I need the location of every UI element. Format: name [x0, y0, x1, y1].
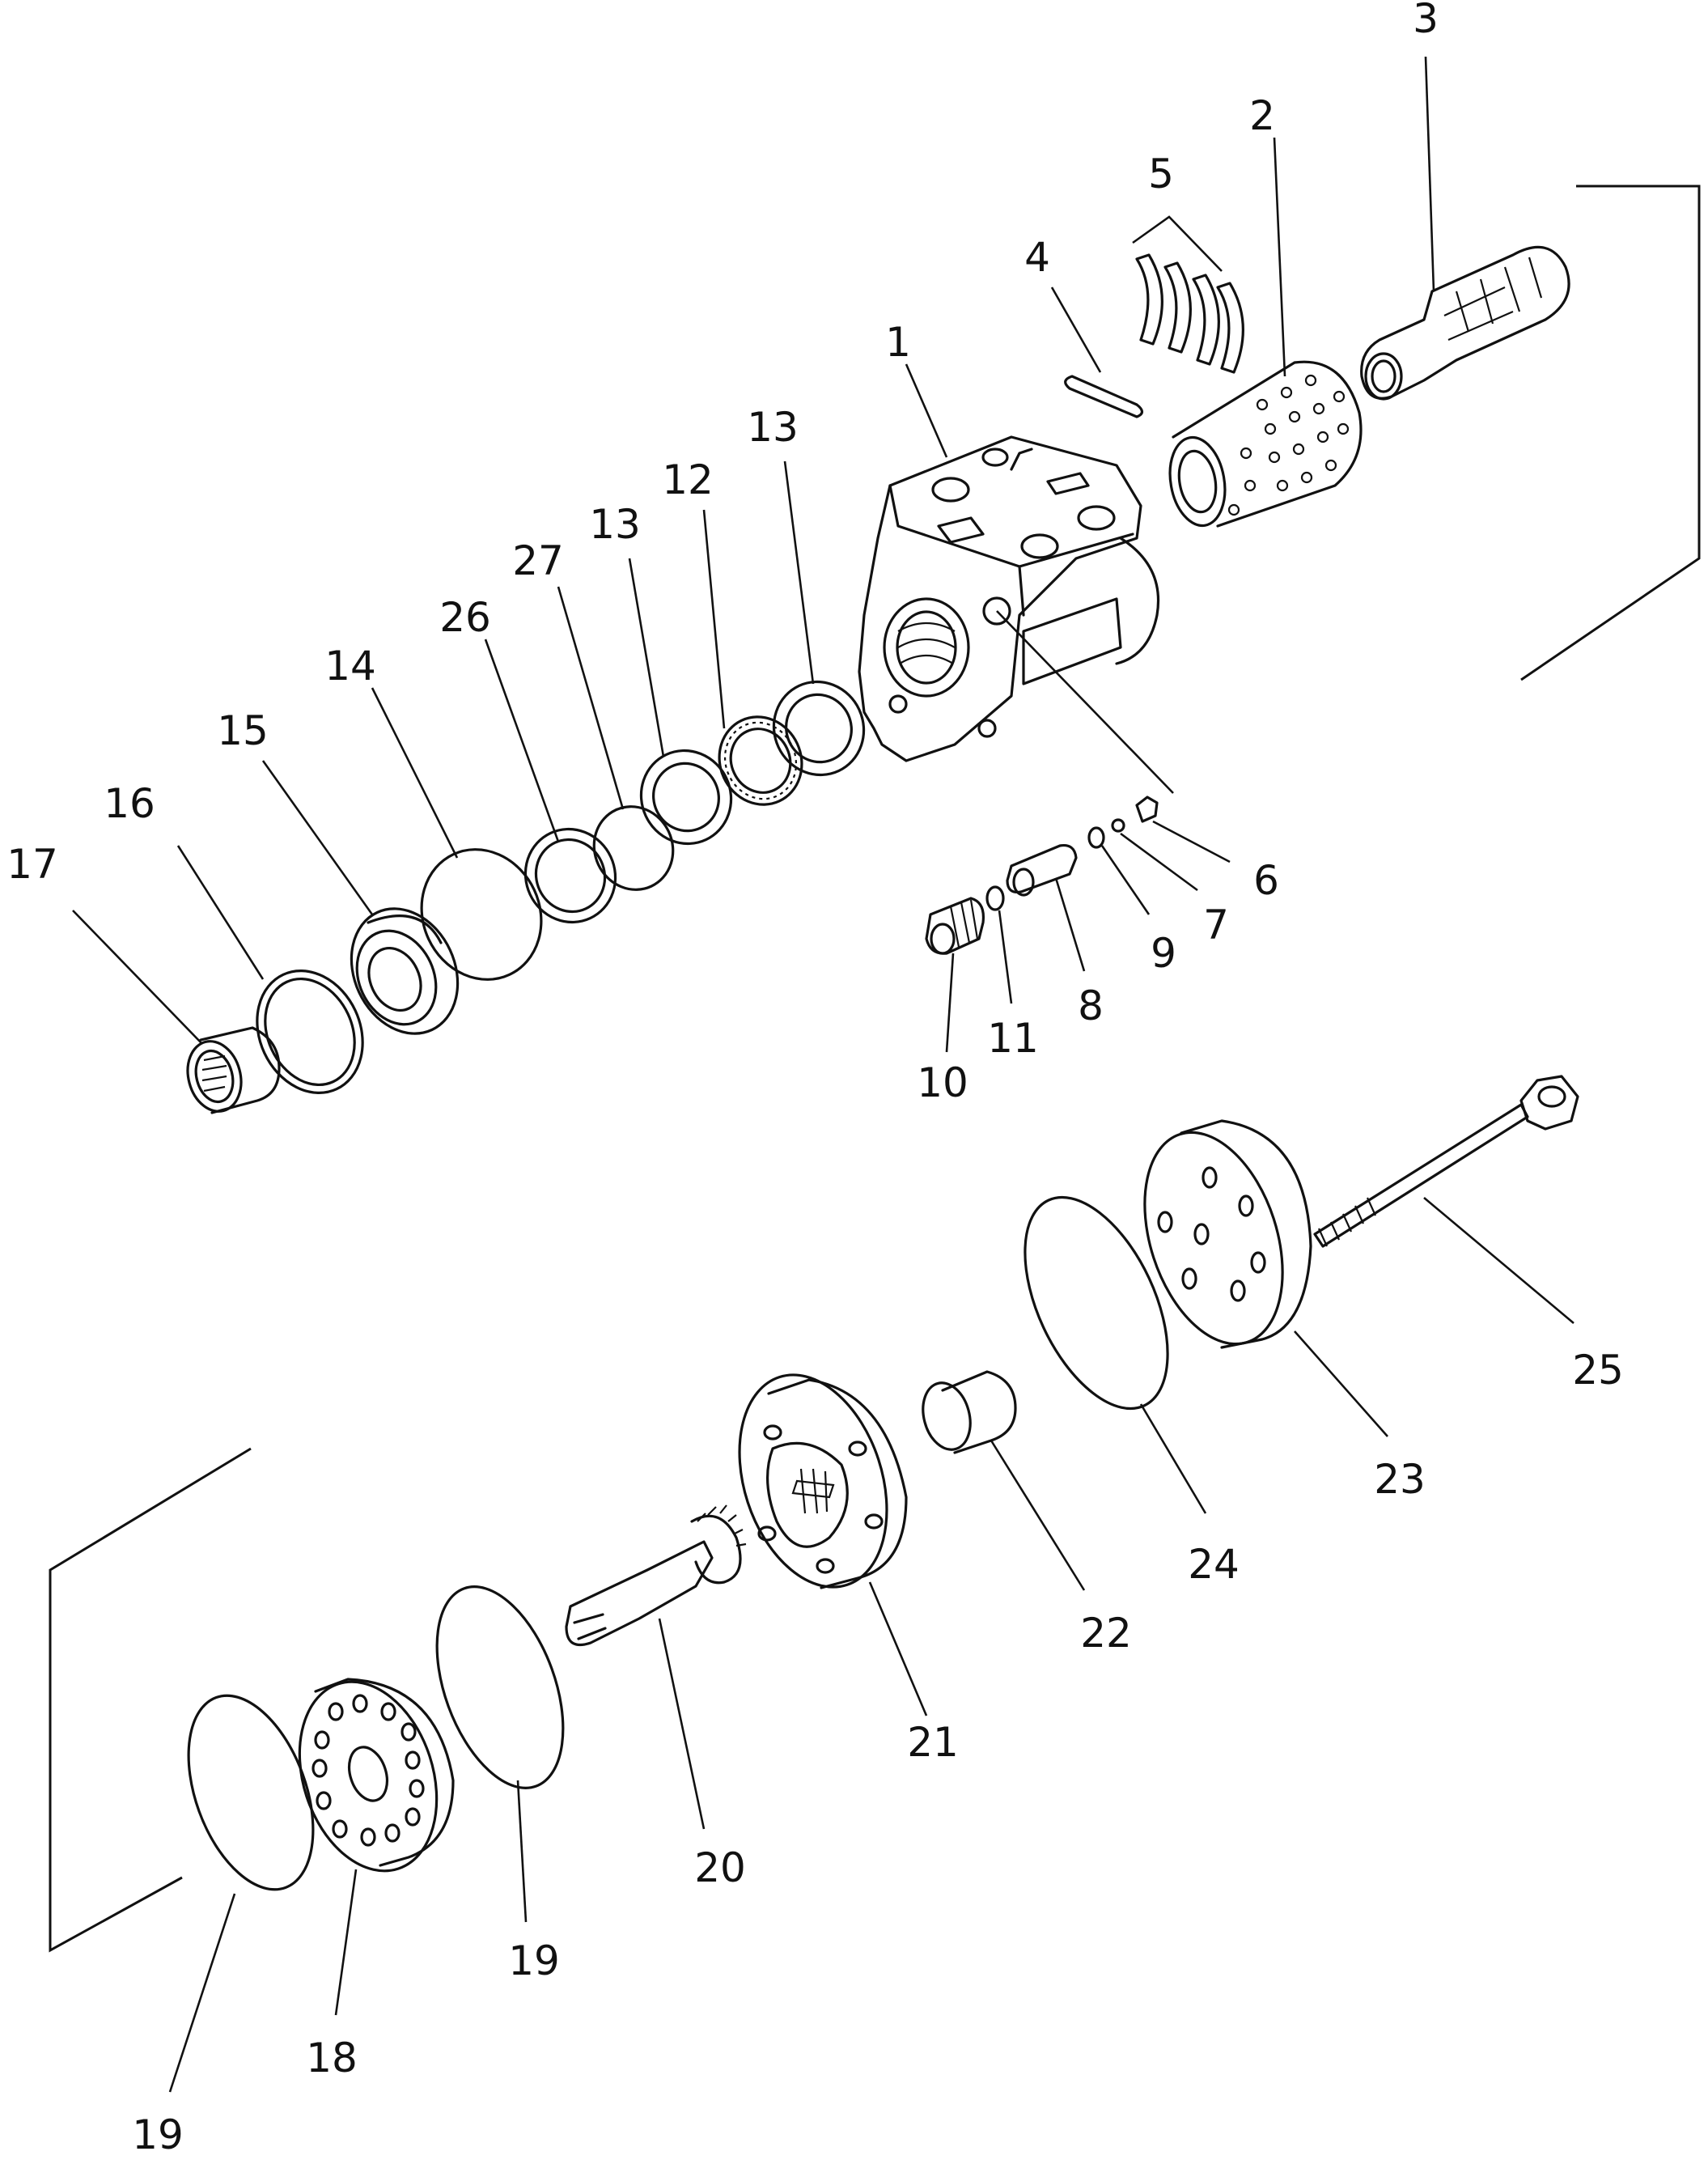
callout-labels: 1 2 3 4 5 6 7 8 9 10 11 12 13 13 14 15 1…: [6, 0, 1624, 2158]
part-valve-body: [858, 435, 1160, 762]
leader-6-bracket: [996, 610, 1174, 794]
callout-1: 1: [885, 319, 911, 366]
part-port-plate: [298, 1678, 455, 1873]
callout-8: 8: [1078, 982, 1104, 1029]
leader-22: [990, 1440, 1086, 1591]
assembly-frame-lines: [49, 185, 1701, 1953]
frame-line-right: [1520, 185, 1701, 681]
callout-20: 20: [694, 1844, 746, 1891]
callout-18: 18: [306, 2035, 358, 2081]
leader-23: [1294, 1330, 1388, 1437]
leader-5: [1132, 215, 1223, 272]
part-washer-13a: [772, 680, 866, 777]
leader-13b: [628, 558, 665, 757]
callout-17: 17: [6, 841, 58, 888]
callout-12: 12: [662, 456, 714, 503]
leader-26: [484, 639, 560, 842]
callout-2: 2: [1249, 92, 1275, 139]
callout-6: 6: [1253, 857, 1279, 904]
callout-27: 27: [512, 537, 564, 584]
leader-1: [905, 363, 948, 458]
part-spool: [1360, 245, 1570, 401]
leader-16: [176, 845, 265, 980]
callout-23: 23: [1374, 1456, 1426, 1503]
part-check-valve-assembly: [925, 796, 1159, 955]
leader-10: [945, 953, 955, 1053]
leader-11: [998, 910, 1013, 1004]
callout-13b: 13: [589, 501, 641, 548]
part-washer-13b: [639, 749, 733, 846]
part-o-ring-14: [420, 848, 543, 981]
leader-6: [1152, 820, 1231, 863]
callout-7: 7: [1203, 902, 1229, 948]
callout-25: 25: [1572, 1347, 1624, 1394]
callout-21: 21: [907, 1719, 959, 1766]
part-o-ring-27: [592, 805, 675, 891]
leader-23-24: [1139, 1403, 1207, 1514]
part-centering-springs: [1135, 253, 1244, 374]
leader-lines: [72, 56, 1574, 2093]
leader-4: [1050, 286, 1102, 373]
callout-3: 3: [1413, 0, 1439, 42]
callout-24: 24: [1188, 1541, 1240, 1588]
part-sleeve: [1168, 360, 1363, 528]
callout-4: 4: [1024, 234, 1050, 281]
leader-2: [1273, 137, 1286, 377]
part-bolt: [1313, 1075, 1579, 1248]
callout-9: 9: [1151, 930, 1176, 977]
frame-line-left: [49, 1447, 252, 1953]
part-drive-shaft: [565, 1504, 747, 1647]
callout-26: 26: [439, 594, 491, 641]
part-end-cap: [1143, 1119, 1312, 1349]
callout-16: 16: [104, 780, 155, 827]
part-seal-cup: [350, 907, 460, 1035]
callout-14: 14: [324, 643, 376, 690]
part-spacer: [922, 1370, 1017, 1454]
callout-5: 5: [1148, 151, 1174, 197]
leader-20: [658, 1618, 706, 1830]
leader-12: [702, 509, 726, 729]
part-needle-bearing: [186, 1026, 281, 1114]
leader-3: [1424, 56, 1435, 292]
leader-19a: [516, 1780, 528, 1923]
part-thrust-bearing: [718, 715, 803, 806]
part-o-ring-24: [1024, 1195, 1169, 1411]
leader-9: [1100, 845, 1151, 915]
callout-22: 22: [1080, 1610, 1132, 1657]
callout-10: 10: [917, 1059, 968, 1106]
callout-11: 11: [987, 1015, 1039, 1062]
leader-19b: [168, 1893, 236, 2093]
part-gerotor-set: [738, 1373, 908, 1589]
leader-13a: [783, 460, 815, 685]
leader-7: [1120, 832, 1198, 892]
part-pin: [1064, 375, 1144, 418]
part-backup-ring-26: [523, 827, 617, 924]
part-o-ring-19b: [187, 1694, 315, 1891]
callout-15: 15: [217, 707, 269, 754]
leader-18: [334, 1869, 358, 2016]
callout-19b: 19: [132, 2111, 184, 2158]
leader-27: [557, 586, 625, 810]
leader-21: [868, 1581, 928, 1716]
leader-14: [371, 687, 459, 859]
leader-15: [261, 760, 374, 915]
leader-8: [1054, 877, 1086, 972]
part-o-ring-19a: [435, 1585, 565, 1789]
callout-19a: 19: [508, 1937, 560, 1984]
callout-13a: 13: [747, 404, 799, 451]
leader-17: [72, 910, 203, 1045]
part-ring-16: [256, 970, 364, 1094]
leader-25: [1423, 1197, 1574, 1324]
